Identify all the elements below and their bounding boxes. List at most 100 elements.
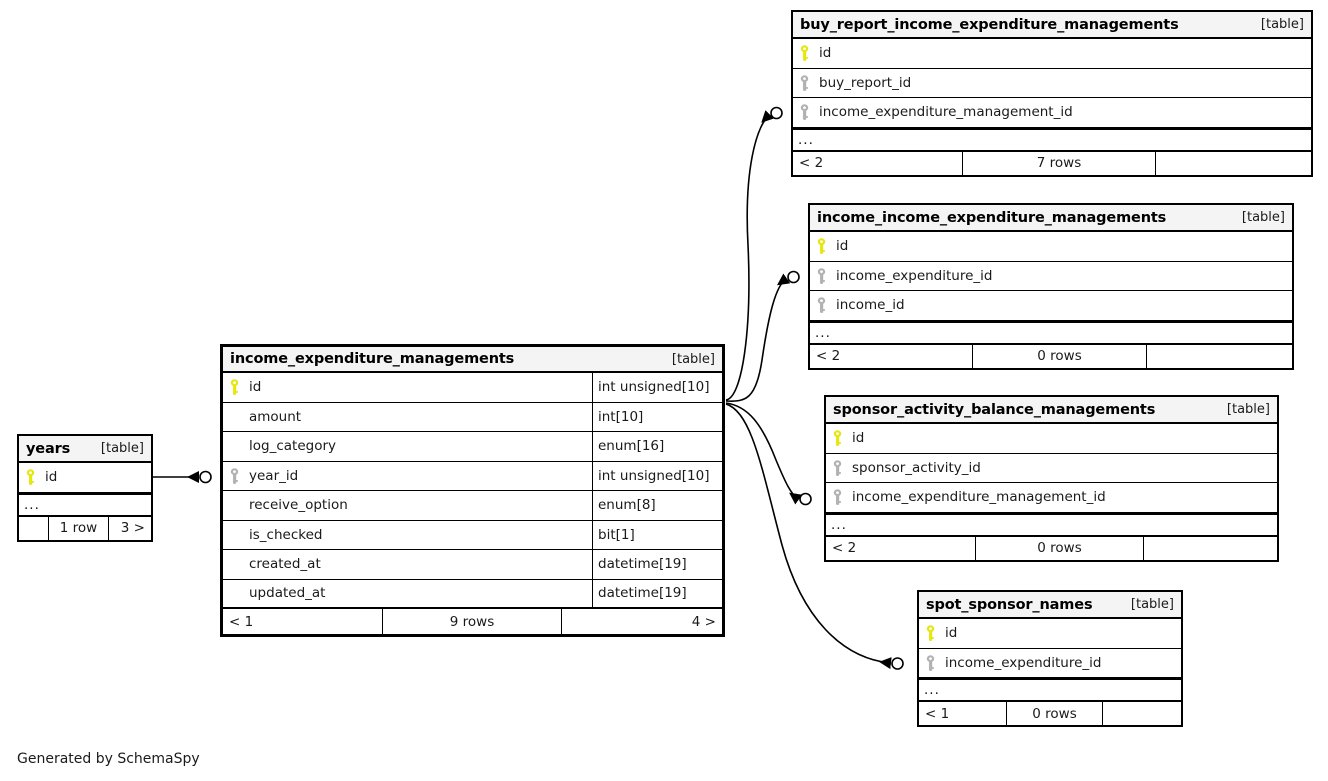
table-type-tag: [table] (1226, 402, 1270, 417)
table-type-tag: [table] (1260, 17, 1304, 32)
column-name-cell: receive_option (223, 491, 592, 520)
column-name: id (249, 379, 262, 396)
table-footer-buy-report: < 2 7 rows (793, 151, 1311, 175)
footer-parents-count[interactable]: < 1 (919, 702, 1007, 725)
column-row-id[interactable]: id (826, 424, 1277, 454)
more-columns-indicator: ... (810, 320, 1292, 345)
column-name: receive_option (249, 497, 348, 514)
edge-iem-to-buyreport (725, 110, 774, 401)
column-type: enum[8] (592, 491, 722, 520)
column-name-cell: id (810, 232, 1292, 261)
table-sponsor-activity-balance-managements[interactable]: sponsor_activity_balance_managements [ta… (824, 395, 1279, 562)
footer-parents-count[interactable]: < 2 (793, 151, 963, 175)
table-footer-spot-sponsor: < 1 0 rows (919, 702, 1181, 725)
column-row-id[interactable]: id (810, 232, 1292, 262)
primary-key-icon (799, 45, 810, 62)
column-name: amount (249, 408, 302, 425)
footer-children-count[interactable]: 3 > (120, 520, 145, 536)
table-income-income-expenditure-managements[interactable]: income_income_expenditure_managements [t… (808, 203, 1294, 370)
column-type: int unsigned[10] (592, 461, 722, 490)
column-row-income-id[interactable]: income_id (810, 291, 1292, 321)
column-row-id[interactable]: id (19, 463, 151, 493)
column-name: buy_report_id (819, 74, 912, 91)
table-spot-sponsor-names[interactable]: spot_sponsor_names [table] id income_exp… (917, 590, 1183, 727)
more-columns-indicator: ... (919, 678, 1181, 702)
footer-parents-count[interactable]: < 2 (826, 536, 976, 560)
table-header-buy-report: buy_report_income_expenditure_management… (793, 12, 1311, 39)
column-name: income_expenditure_id (836, 267, 993, 284)
table-header-income-income: income_income_expenditure_managements [t… (810, 205, 1292, 232)
column-row-income-expenditure-id[interactable]: income_expenditure_id (919, 649, 1181, 678)
column-name: income_id (836, 297, 905, 314)
primary-key-icon (816, 238, 827, 255)
column-type: enum[16] (592, 432, 722, 461)
table-footer-sponsor-balance: < 2 0 rows (826, 536, 1277, 560)
table-header-sponsor-balance: sponsor_activity_balance_managements [ta… (826, 397, 1277, 424)
column-name-cell: income_expenditure_id (919, 649, 1181, 678)
table-name: spot_sponsor_names (926, 596, 1093, 613)
footer-parents-count[interactable]: < 1 (223, 609, 383, 634)
table-footer-income-income: < 2 0 rows (810, 344, 1292, 368)
table-footer-iem: < 1 9 rows 4 > (223, 609, 722, 634)
column-row-year-id[interactable]: year_id int unsigned[10] (223, 461, 722, 491)
column-row-id[interactable]: id (919, 619, 1181, 649)
column-name: income_expenditure_id (945, 654, 1102, 671)
foreign-key-icon (229, 468, 240, 484)
more-columns-indicator: ... (19, 492, 151, 517)
column-row-is-checked[interactable]: is_checked bit[1] (223, 520, 722, 550)
footer-children-count[interactable] (1103, 702, 1181, 725)
column-type: datetime[19] (592, 579, 722, 607)
footer-parents-count[interactable] (19, 516, 49, 540)
footer-children-count[interactable] (1156, 152, 1311, 175)
generated-by-credit: Generated by SchemaSpy (17, 751, 200, 767)
footer-children-count[interactable]: 4 > (691, 613, 716, 630)
table-type-tag: [table] (671, 351, 715, 367)
footer-children-count[interactable] (1144, 537, 1277, 560)
footer-row-count: 0 rows (973, 344, 1147, 368)
table-years[interactable]: years [table] id ... 1 row 3 > (17, 434, 153, 542)
column-type: bit[1] (592, 520, 722, 549)
column-type: int unsigned[10] (592, 373, 722, 402)
column-name-cell: is_checked (223, 521, 592, 550)
column-row-income-expenditure-id[interactable]: income_expenditure_id (810, 262, 1292, 291)
column-row-income-expenditure-management-id[interactable]: income_expenditure_management_id (826, 483, 1277, 513)
column-name: id (945, 625, 958, 642)
footer-children-count[interactable] (1147, 345, 1292, 368)
column-row-id[interactable]: id (793, 39, 1311, 69)
column-name: id (836, 238, 849, 255)
foreign-key-icon (832, 460, 843, 476)
table-buy-report-income-expenditure-managements[interactable]: buy_report_income_expenditure_management… (791, 10, 1313, 177)
table-type-tag: [table] (100, 441, 144, 456)
column-name: updated_at (249, 585, 326, 602)
column-name-cell: income_expenditure_management_id (793, 98, 1311, 127)
column-name-cell: income_expenditure_management_id (826, 483, 1277, 512)
footer-row-count: 0 rows (1007, 702, 1103, 725)
column-row-updated-at[interactable]: updated_at datetime[19] (223, 579, 722, 609)
primary-key-icon (229, 379, 240, 396)
table-name: buy_report_income_expenditure_management… (800, 16, 1179, 33)
column-row-sponsor-activity-id[interactable]: sponsor_activity_id (826, 454, 1277, 483)
column-row-id[interactable]: id int unsigned[10] (223, 373, 722, 403)
table-name: years (26, 440, 71, 457)
more-columns-indicator: ... (793, 127, 1311, 152)
table-name: income_expenditure_managements (230, 351, 515, 367)
column-row-receive-option[interactable]: receive_option enum[8] (223, 491, 722, 521)
column-name-cell: log_category (223, 432, 592, 461)
primary-key-icon (832, 430, 843, 447)
column-name: id (45, 469, 58, 486)
column-type: datetime[19] (592, 550, 722, 579)
table-footer-years: 1 row 3 > (19, 516, 151, 540)
column-row-amount[interactable]: amount int[10] (223, 402, 722, 432)
edge-iem-to-sponsorbalance (725, 402, 803, 505)
column-row-created-at[interactable]: created_at datetime[19] (223, 550, 722, 580)
column-row-buy-report-id[interactable]: buy_report_id (793, 69, 1311, 98)
column-row-log-category[interactable]: log_category enum[16] (223, 432, 722, 462)
table-income-expenditure-managements[interactable]: income_expenditure_managements [table] i… (220, 344, 725, 637)
column-row-income-expenditure-management-id[interactable]: income_expenditure_management_id (793, 98, 1311, 128)
footer-parents-count[interactable]: < 2 (810, 344, 973, 368)
table-header-spot-sponsor: spot_sponsor_names [table] (919, 592, 1181, 619)
column-name: id (819, 45, 832, 62)
table-name: sponsor_activity_balance_managements (833, 401, 1156, 418)
foreign-key-icon (816, 268, 827, 284)
